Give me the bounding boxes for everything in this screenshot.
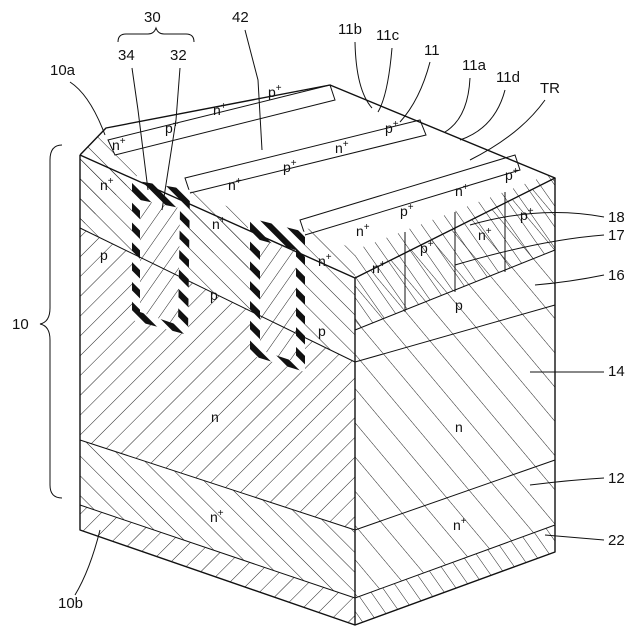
- label-11a: 11a: [462, 57, 487, 74]
- label-18: 18: [608, 209, 625, 226]
- label-11: 11: [424, 42, 440, 59]
- label-32: 32: [170, 47, 187, 64]
- dop-p-3: p: [318, 323, 326, 339]
- label-TR: TR: [540, 80, 560, 97]
- label-16: 16: [608, 267, 625, 284]
- label-42: 42: [232, 9, 249, 26]
- label-30: 30: [144, 9, 161, 26]
- label-34: 34: [118, 47, 135, 64]
- label-10b: 10b: [58, 595, 83, 612]
- label-12: 12: [608, 470, 625, 487]
- label-10: 10: [12, 316, 29, 333]
- label-22: 22: [608, 532, 625, 549]
- dop-p-1: p: [100, 247, 108, 263]
- label-14: 14: [608, 363, 625, 380]
- trench-gate-2: [250, 218, 305, 372]
- trench-1-electrode-hatch: [140, 200, 180, 325]
- label-11b: 11b: [338, 21, 362, 38]
- label-10a: 10a: [50, 62, 76, 79]
- dop-p-2: p: [210, 287, 218, 303]
- dop-n-1: n: [211, 409, 219, 425]
- trench-2-electrode-hatch: [260, 240, 296, 362]
- label-11d: 11d: [496, 69, 520, 86]
- label-17: 17: [608, 227, 625, 244]
- label-11c: 11c: [376, 27, 400, 44]
- dop-n-2: n: [455, 419, 463, 435]
- dop-p-4: p: [455, 297, 463, 313]
